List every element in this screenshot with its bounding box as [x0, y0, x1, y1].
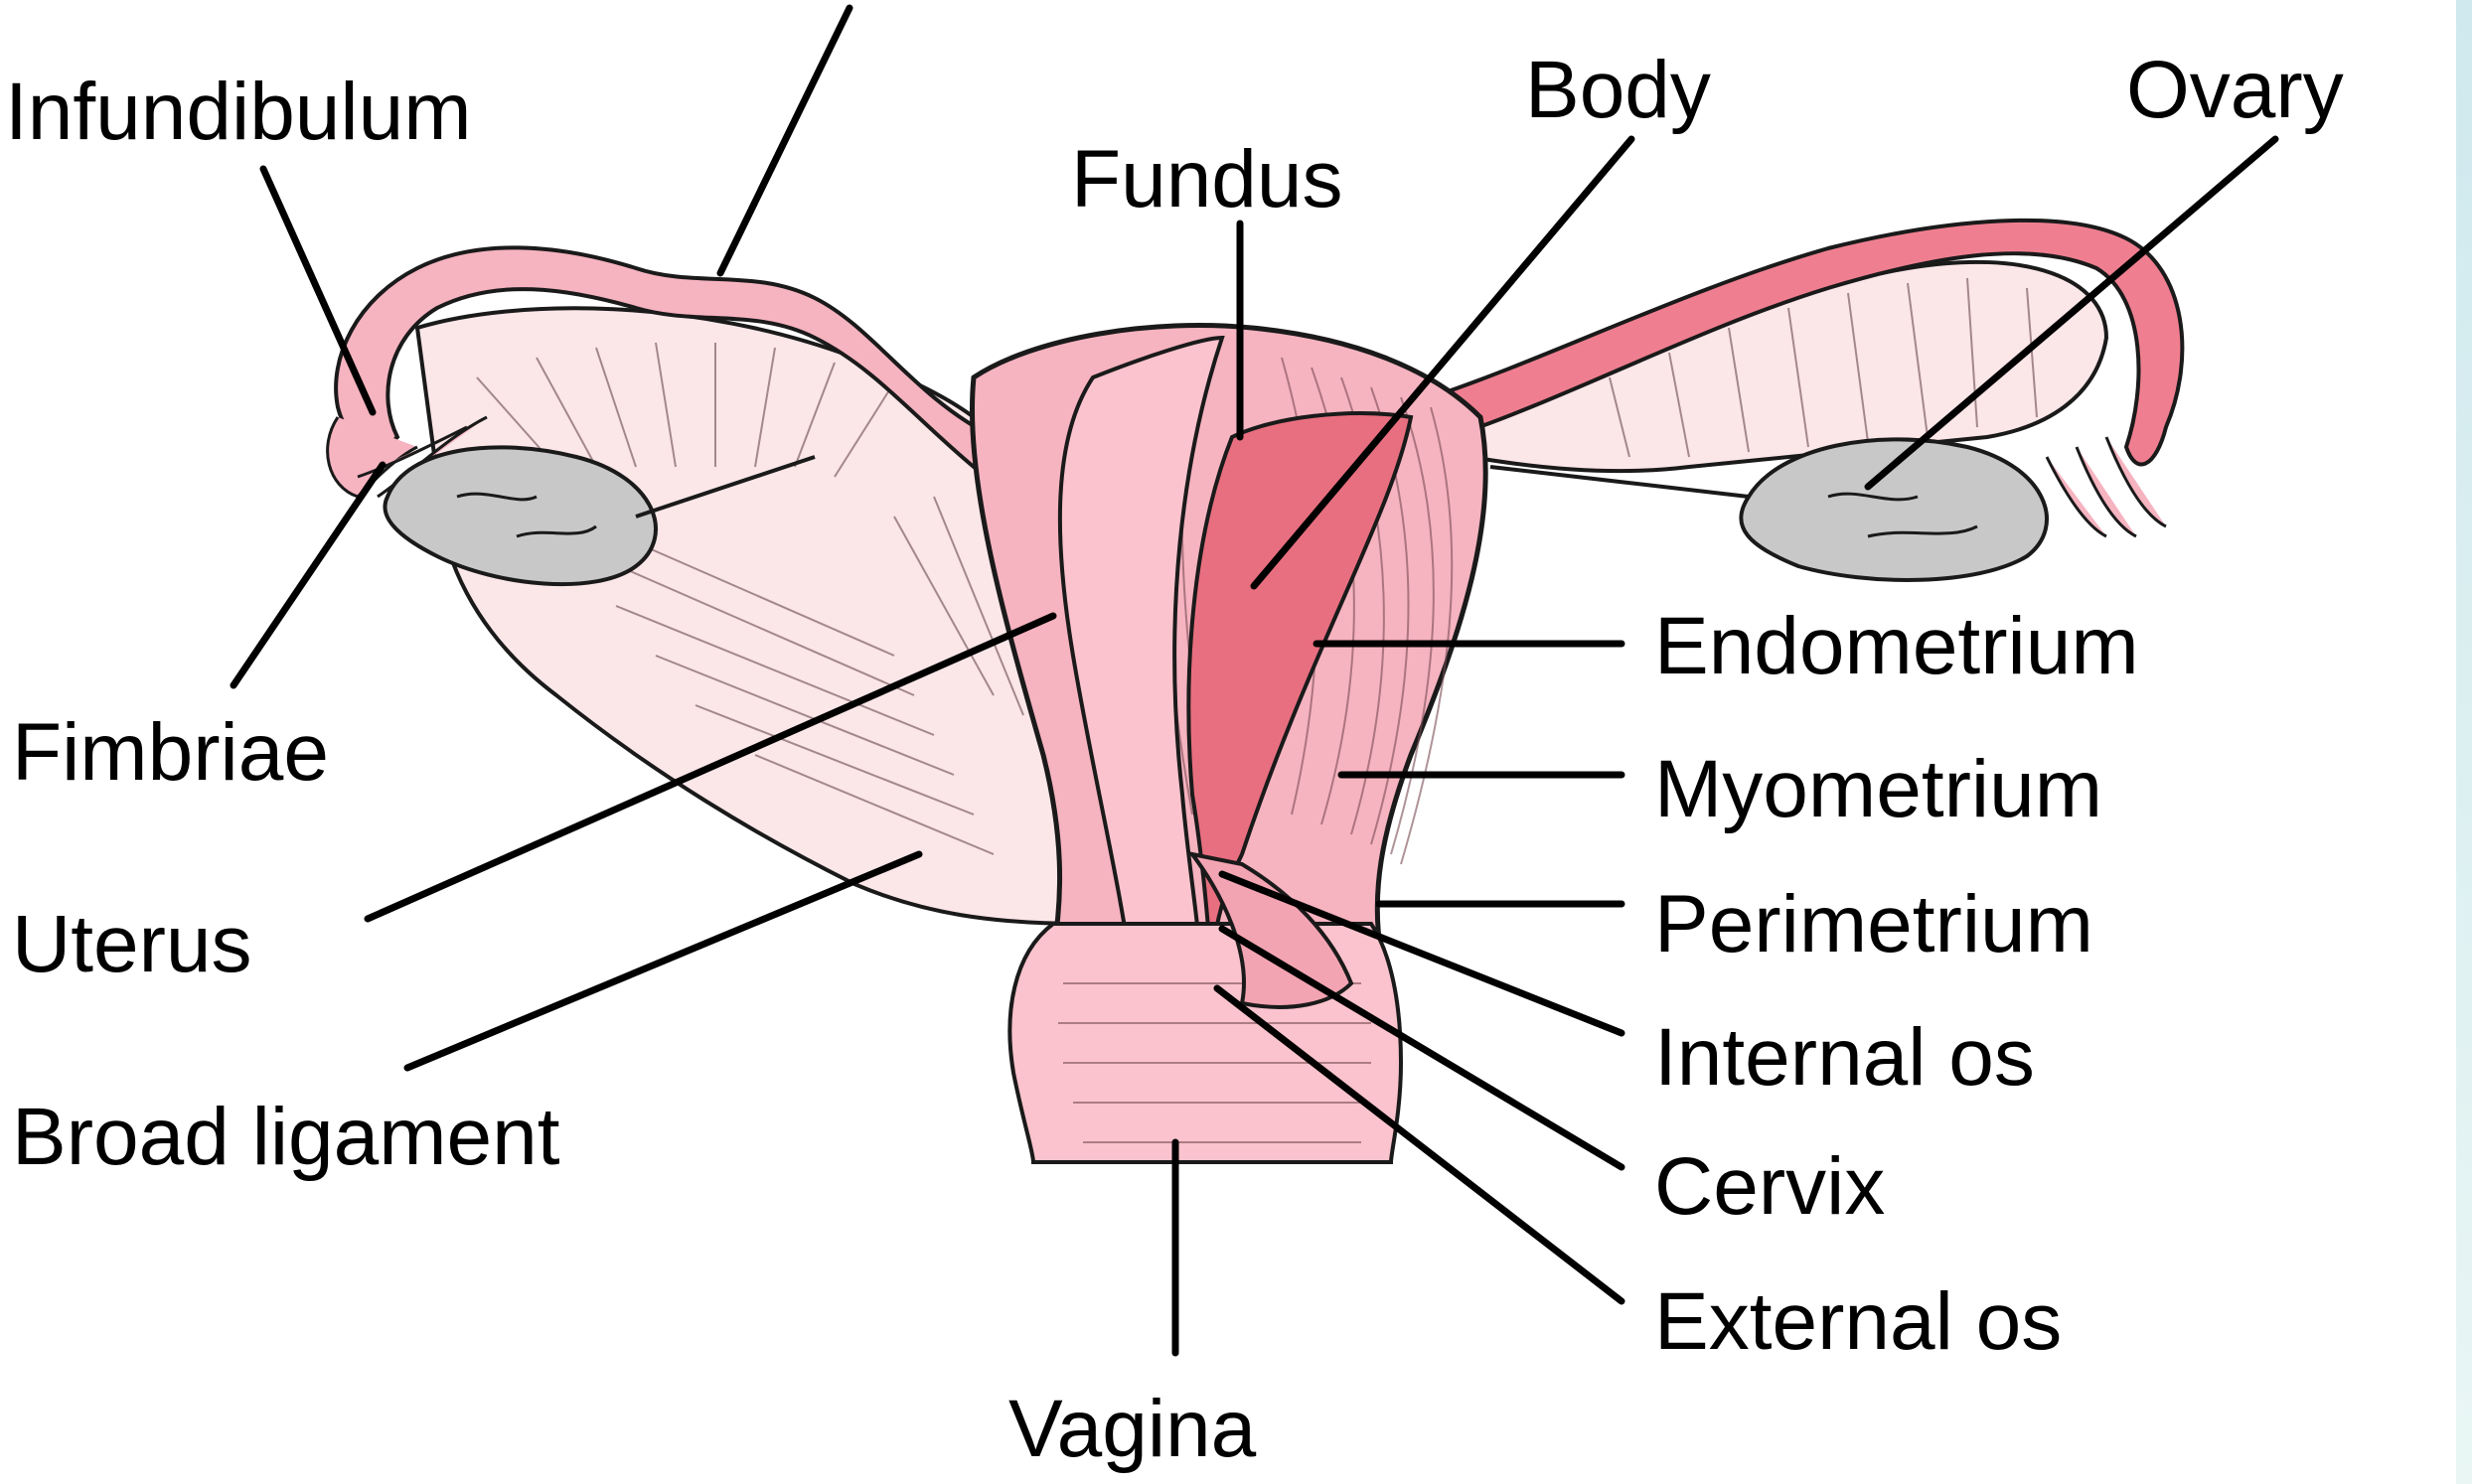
leader-fimbriae	[230, 461, 386, 689]
right-ligament-striations	[1609, 277, 2038, 458]
label-perimetrium: Perimetrium	[1654, 879, 2093, 969]
left-ligament-striations	[476, 342, 1024, 855]
labels: Infundibulum Fundus Body Ovary Fimbriae …	[5, 45, 2344, 1474]
right-ovary	[1739, 437, 2049, 582]
right-fallopian-tube	[1428, 218, 2185, 467]
label-uterus: Uterus	[12, 899, 252, 989]
leader-body	[1250, 135, 1635, 590]
label-cervix: Cervix	[1654, 1141, 1885, 1232]
leader-top-tube	[716, 4, 853, 277]
label-myometrium: Myometrium	[1654, 744, 2102, 834]
label-fimbriae: Fimbriae	[12, 707, 329, 798]
left-ovary	[383, 445, 658, 587]
label-fundus: Fundus	[1071, 134, 1343, 224]
label-internal-os: Internal os	[1654, 1012, 2035, 1103]
vagina-rugae	[1058, 982, 1371, 1143]
leader-broad-ligament	[403, 850, 923, 1072]
vagina-tube	[1007, 922, 1404, 1164]
label-ovary: Ovary	[2126, 45, 2344, 135]
label-body: Body	[1525, 45, 1711, 135]
leader-cervix	[1218, 925, 1625, 1171]
leader-infundibulum	[259, 165, 377, 416]
label-broad-ligament: Broad ligament	[12, 1092, 560, 1182]
leader-internal-os	[1218, 870, 1625, 1037]
label-endometrium: Endometrium	[1654, 601, 2139, 691]
leader-uterus	[364, 612, 1057, 923]
leader-lines	[230, 4, 2279, 1357]
label-external-os: External os	[1654, 1276, 2062, 1367]
leader-ovary	[1864, 135, 2279, 491]
right-edge-strip	[2456, 0, 2472, 1484]
label-vagina: Vagina	[1008, 1384, 1257, 1474]
label-infundibulum: Infundibulum	[5, 67, 472, 157]
leader-external-os	[1213, 984, 1625, 1305]
right-fimbriae-tufts	[2045, 436, 2167, 538]
uterus-cut-edge	[1057, 335, 1225, 986]
